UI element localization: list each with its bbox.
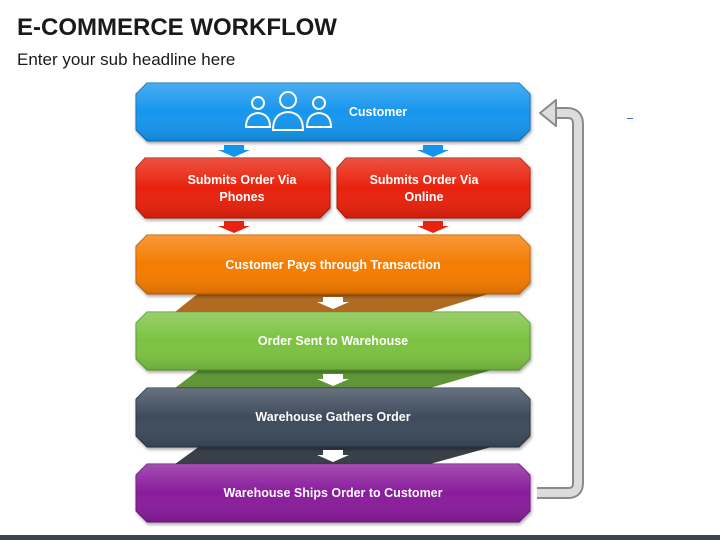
order-phone-label-line1: Submits Order Via [188, 173, 298, 187]
return-arrow-icon [537, 99, 584, 499]
gather-label: Warehouse Gathers Order [255, 410, 410, 424]
footer-bar [0, 535, 720, 540]
ship-label: Warehouse Ships Order to Customer [223, 486, 442, 500]
arrow-down-icon [317, 374, 349, 386]
order-online-label-line2: Online [405, 190, 444, 204]
pay-label: Customer Pays through Transaction [225, 258, 440, 272]
arrow-down-icon [218, 221, 250, 233]
customer-label: Customer [349, 105, 407, 119]
arrow-down-icon [317, 297, 349, 309]
page-title: E-COMMERCE WORKFLOW [17, 14, 337, 41]
arrow-down-icon [417, 145, 449, 157]
link-mark [627, 118, 633, 119]
arrow-down-icon [317, 450, 349, 462]
page-subtitle: Enter your sub headline here [17, 50, 236, 69]
sent-label: Order Sent to Warehouse [258, 334, 408, 348]
order-online-label-line1: Submits Order Via [370, 173, 480, 187]
order-phone-label-line2: Phones [219, 190, 264, 204]
people-group-icon [244, 91, 333, 131]
arrow-down-icon [417, 221, 449, 233]
arrow-down-icon [218, 145, 250, 157]
